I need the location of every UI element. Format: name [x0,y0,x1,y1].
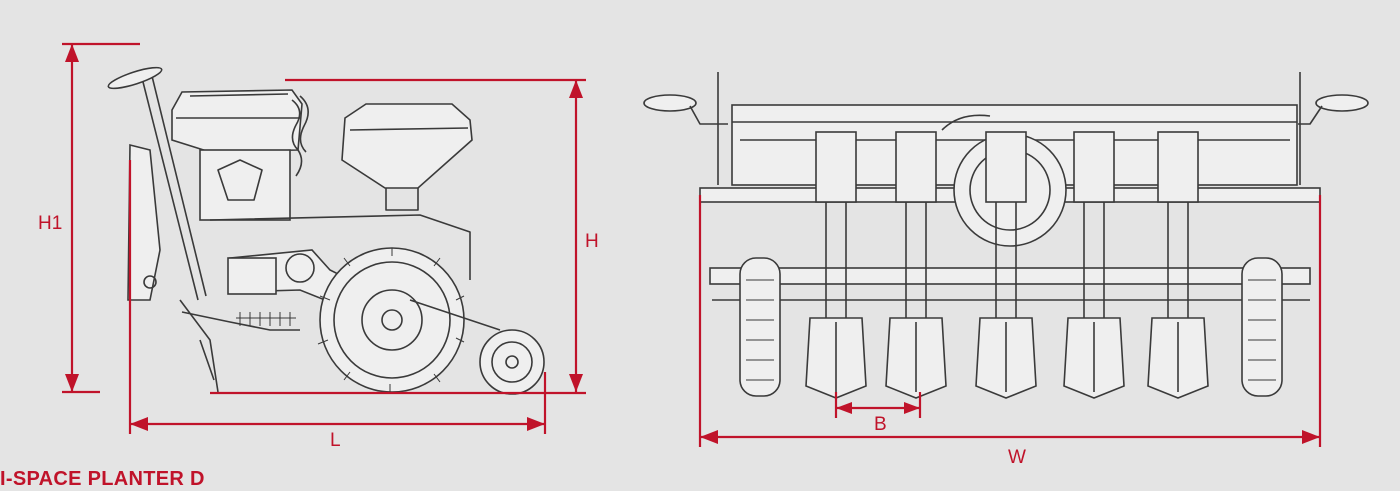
dimension-label-h: H [585,231,599,252]
dimension-label-b: B [874,414,887,435]
product-title: I-SPACE PLANTER D [0,468,205,490]
side-view-planter [107,66,545,395]
dimension-label-h1: H1 [38,213,62,234]
front-view-planter [643,72,1369,399]
dimension-lines [62,42,1322,447]
dimension-label-l: L [330,430,341,451]
dimension-label-w: W [1008,447,1026,468]
